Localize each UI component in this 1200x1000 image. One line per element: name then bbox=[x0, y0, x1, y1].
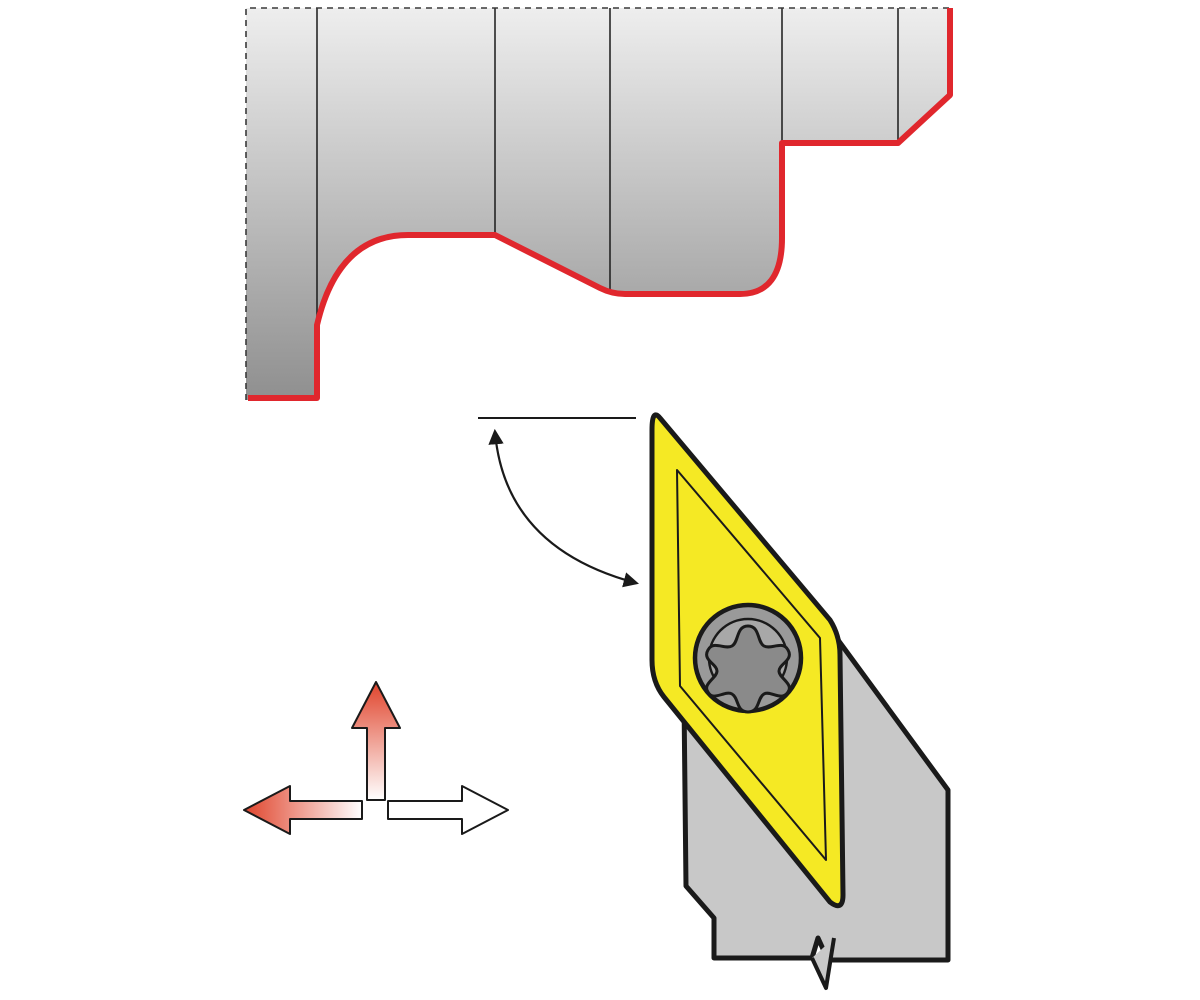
torx-screw-icon bbox=[692, 602, 804, 714]
torx-recess bbox=[705, 624, 791, 714]
cutting-contour bbox=[248, 8, 953, 401]
approach-angle-arc bbox=[488, 428, 639, 588]
feed-arrow-right bbox=[387, 785, 509, 835]
feed-arrow-left bbox=[243, 785, 363, 835]
stock-boundary bbox=[245, 7, 950, 400]
workpiece-profile bbox=[246, 8, 950, 400]
feed-arrow-up bbox=[351, 681, 401, 801]
insert-chipbreaker bbox=[676, 469, 827, 861]
workpiece bbox=[245, 7, 953, 401]
feed-direction-arrows bbox=[243, 681, 509, 835]
tool-holder-notch bbox=[810, 937, 836, 990]
workpiece-section-lines bbox=[316, 8, 899, 325]
